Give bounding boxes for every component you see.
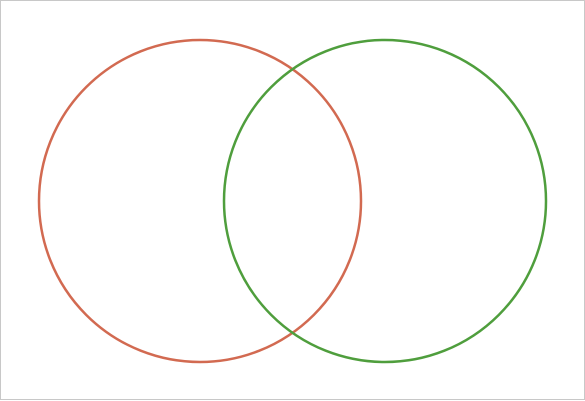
right-circle — [222, 38, 548, 364]
left-circle — [37, 38, 363, 364]
